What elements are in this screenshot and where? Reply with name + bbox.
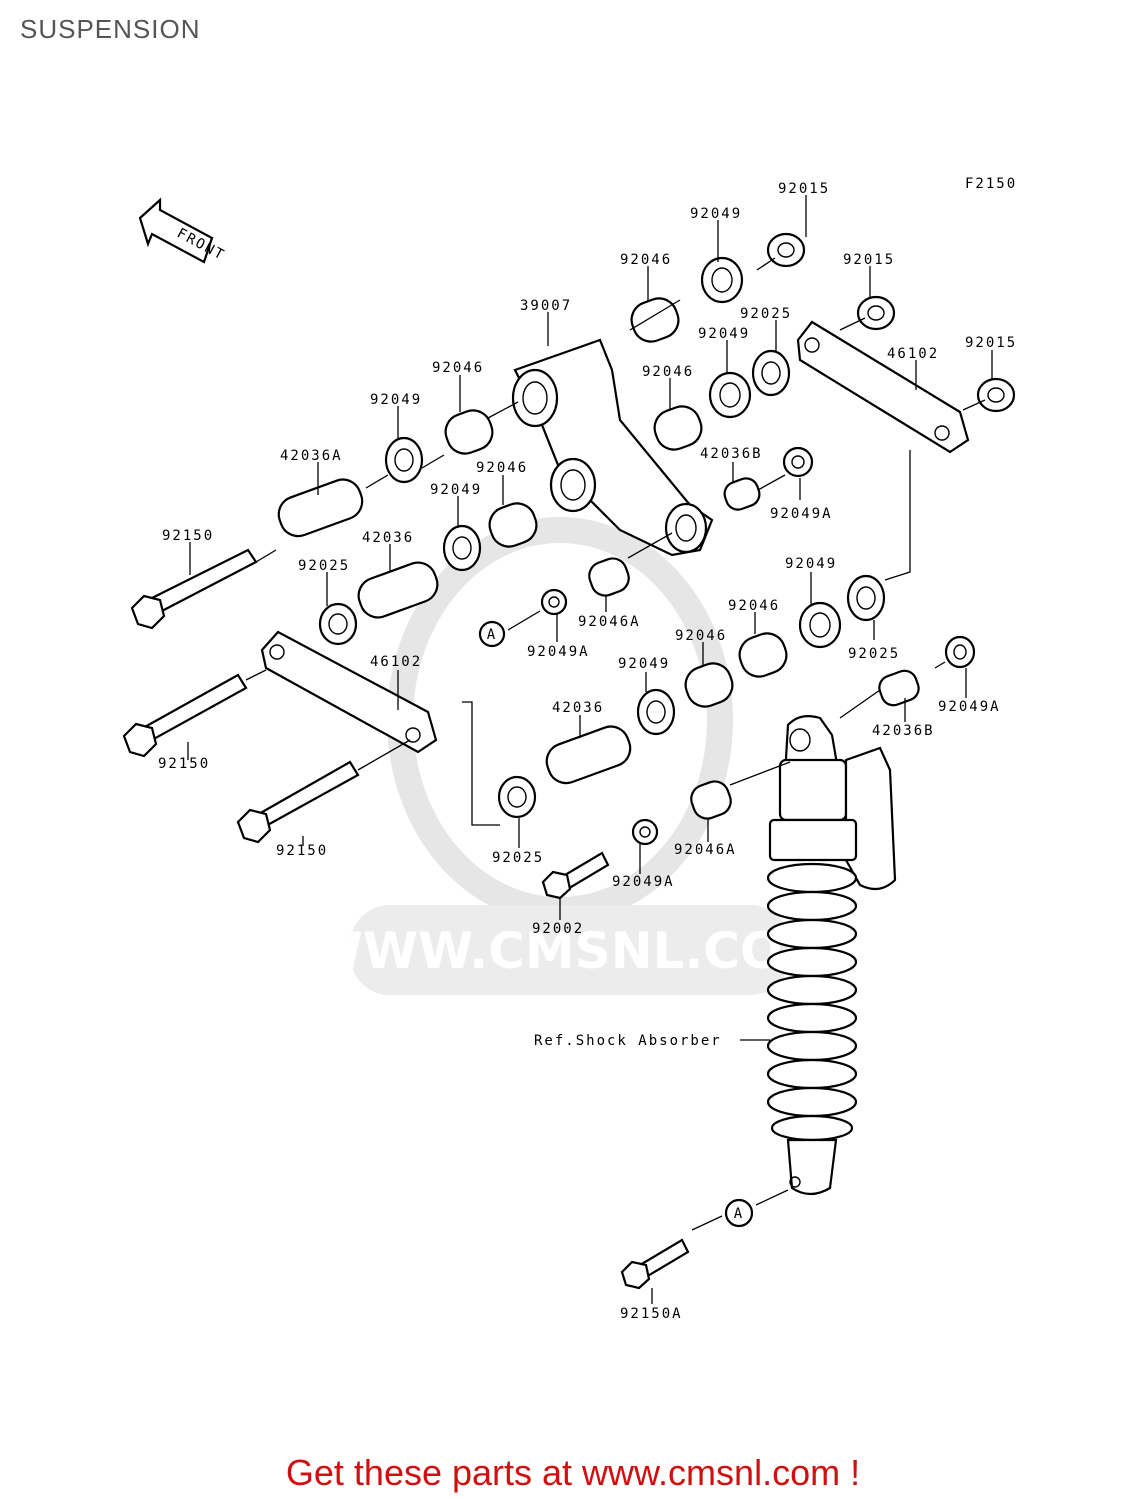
part-label: 92049A — [938, 699, 1001, 715]
marker-a-bottom: A — [724, 1198, 754, 1228]
part-label: 92046A — [578, 614, 641, 630]
part-label: 92046A — [674, 842, 737, 858]
part-label: 39007 — [520, 298, 572, 314]
part-label: 92049 — [785, 556, 837, 572]
watermark-text: WWW.CMSNL.COM — [308, 922, 833, 980]
part-label: 92046 — [642, 364, 694, 380]
part-label: 92046 — [675, 628, 727, 644]
part-label: 92150A — [620, 1306, 683, 1322]
part-label: 92049 — [370, 392, 422, 408]
part-label: 42036A — [280, 448, 343, 464]
part-label: 92046 — [432, 360, 484, 376]
part-label: 92046 — [728, 598, 780, 614]
tie-rod-top — [796, 320, 970, 454]
footer-link[interactable]: Get these parts at www.cmsnl.com ! — [285, 1452, 861, 1493]
part-label: 92049A — [612, 874, 675, 890]
front-arrow-icon: FRONT — [138, 197, 228, 264]
svg-text:A: A — [487, 627, 497, 643]
shock-absorber — [766, 715, 897, 1196]
part-label: 92046 — [620, 252, 672, 268]
svg-text:A: A — [734, 1206, 744, 1222]
bushings — [277, 232, 1016, 846]
part-label: 42036B — [700, 446, 763, 462]
tie-rod-bottom — [260, 630, 438, 754]
ref-shock-label: Ref.Shock Absorber — [534, 1033, 722, 1049]
part-label: 92150 — [276, 843, 328, 859]
part-labels: 92015 92049 92046 92015 39007 92025 9204… — [158, 181, 1017, 1322]
page-title: SUSPENSION — [20, 14, 201, 44]
part-label: 92015 — [778, 181, 830, 197]
part-label: 42036B — [872, 723, 935, 739]
leader-lines — [187, 195, 993, 1304]
part-label: 92046 — [476, 460, 528, 476]
part-label: 92025 — [298, 558, 350, 574]
rocker-arm — [511, 338, 714, 557]
part-label: 46102 — [370, 654, 422, 670]
bolts — [122, 548, 690, 1290]
part-label: 92049A — [770, 506, 833, 522]
part-label: 92150 — [162, 528, 214, 544]
part-label: 46102 — [887, 346, 939, 362]
part-label: 92049 — [690, 206, 742, 222]
part-label: 92049A — [527, 644, 590, 660]
part-label: 92025 — [848, 646, 900, 662]
part-label: 42036 — [362, 530, 414, 546]
figure-code: F2150 — [965, 176, 1017, 192]
connection-lines — [245, 257, 986, 1231]
part-label: 92015 — [843, 252, 895, 268]
part-label: 92150 — [158, 756, 210, 772]
marker-a-top: A — [478, 620, 506, 648]
part-label: 42036 — [552, 700, 604, 716]
part-label: 92049 — [698, 326, 750, 342]
shock-spring — [766, 862, 858, 1142]
part-label: 92015 — [965, 335, 1017, 351]
part-label: 92025 — [740, 306, 792, 322]
part-label: 92049 — [618, 656, 670, 672]
part-label: 92002 — [532, 921, 584, 937]
part-label: 92049 — [430, 482, 482, 498]
part-label: 92025 — [492, 850, 544, 866]
